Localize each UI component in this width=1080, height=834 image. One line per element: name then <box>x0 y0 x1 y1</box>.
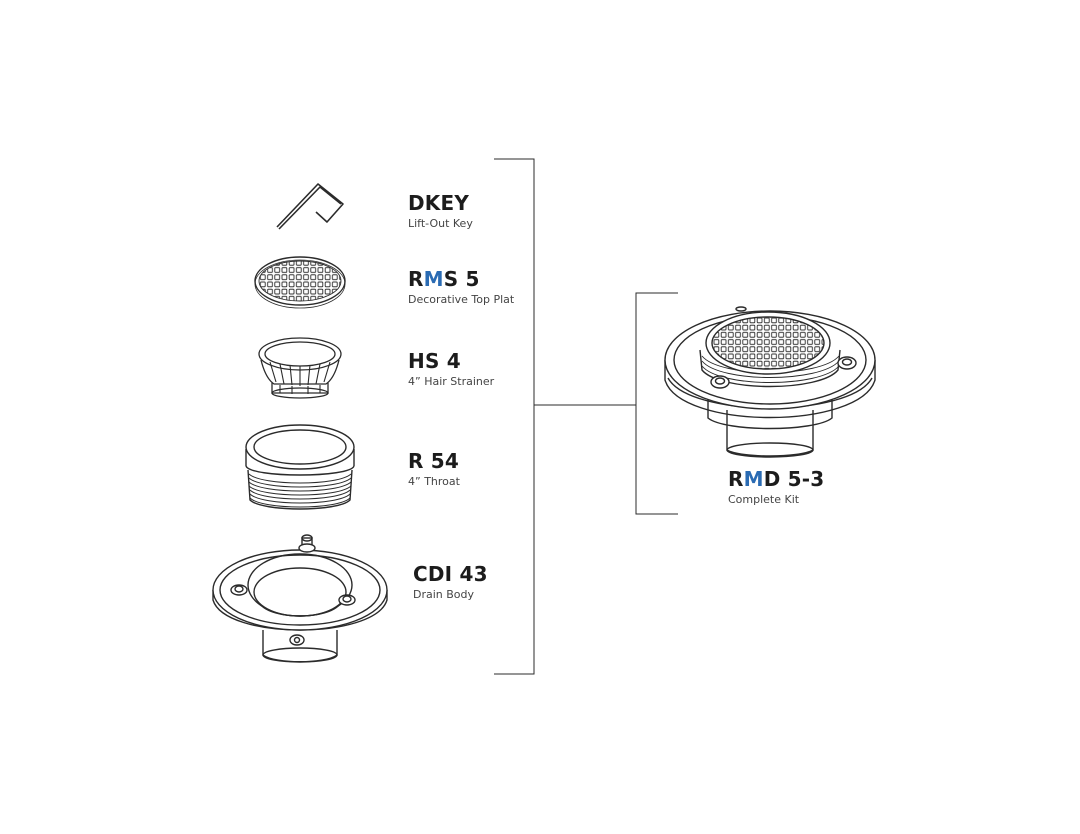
bolt-icon <box>230 584 248 596</box>
decorative-top-plate-icon <box>254 256 346 309</box>
bolt-icon <box>710 375 730 389</box>
part-label-dkey: DKEY Lift-Out Key <box>408 193 473 229</box>
grouping-bracket <box>494 158 678 675</box>
part-code: R 54 <box>408 449 459 473</box>
complete-kit-icon <box>664 306 876 458</box>
bolt-icon <box>837 356 857 370</box>
drain-body-icon <box>212 534 388 663</box>
part-description: 4” Hair Strainer <box>408 375 495 388</box>
part-label-cdi43: CDI 43 Drain Body <box>413 564 488 600</box>
part-code: RMS 5 <box>408 267 480 291</box>
part-description: Lift-Out Key <box>408 217 473 230</box>
part-description: Drain Body <box>413 588 475 601</box>
part-label-rms5: RMS 5 Decorative Top Plat <box>408 269 514 305</box>
kit-label-rmd53: RMD 5-3 Complete Kit <box>728 469 824 505</box>
part-description: 4” Throat <box>408 475 460 488</box>
part-code: CDI 43 <box>413 562 488 586</box>
throat-icon <box>245 424 355 510</box>
part-code: HS 4 <box>408 349 461 373</box>
bolt-icon <box>298 534 316 553</box>
hair-strainer-icon <box>258 337 342 399</box>
lift-out-key-icon <box>276 183 344 230</box>
kit-code: RMD 5-3 <box>728 467 825 491</box>
bolt-icon <box>338 594 356 606</box>
part-code: DKEY <box>408 191 470 215</box>
part-label-hs4: HS 4 4” Hair Strainer <box>408 351 494 387</box>
part-description: Decorative Top Plat <box>408 293 515 306</box>
part-label-r54: R 54 4” Throat <box>408 451 460 487</box>
kit-description: Complete Kit <box>728 493 800 506</box>
